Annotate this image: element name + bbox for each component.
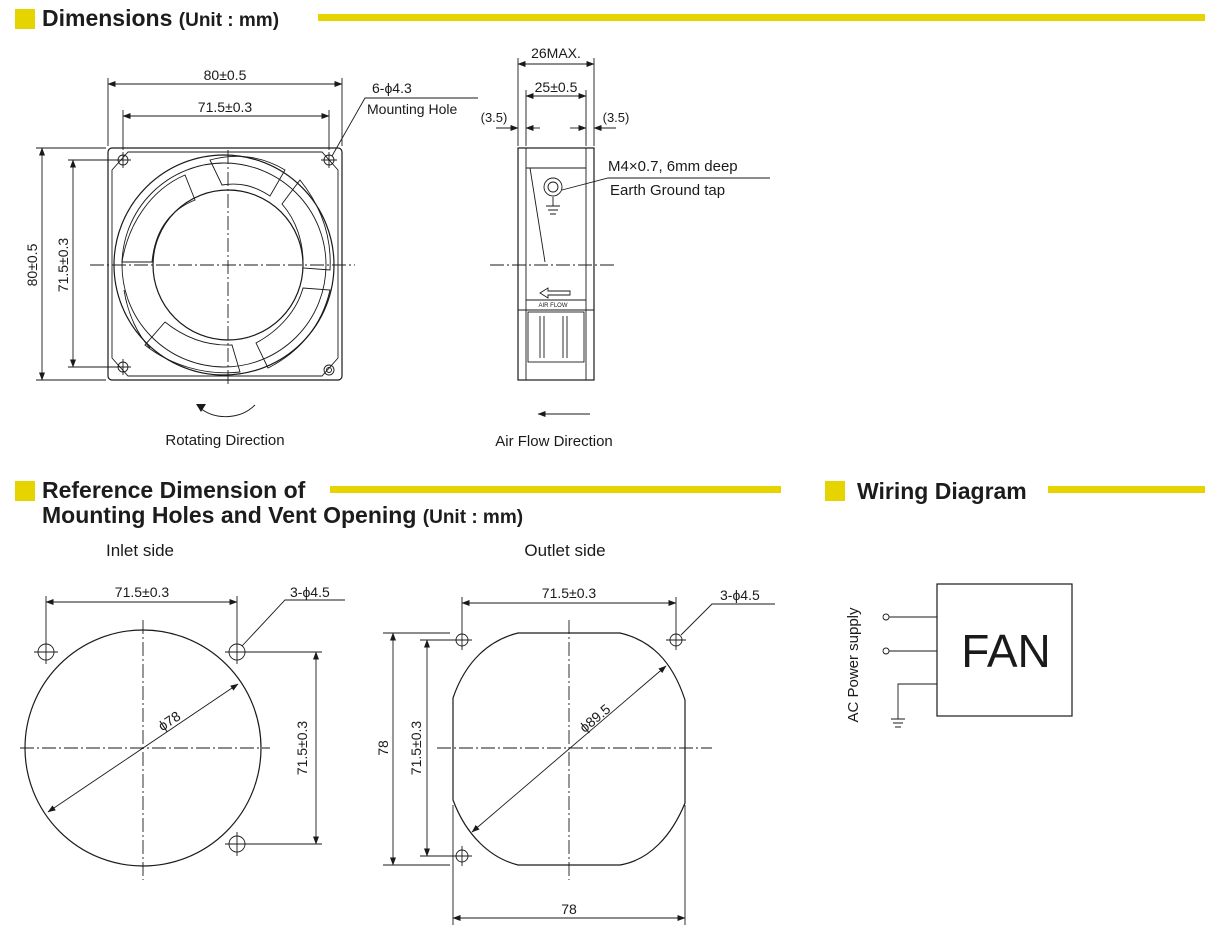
outlet-opening (452, 632, 686, 866)
side-frame (517, 147, 595, 381)
outlet-diameter: ϕ89.5 (576, 701, 613, 736)
front-hole-label: Mounting Hole (367, 101, 457, 117)
side-view (490, 58, 770, 417)
outlet-height-outer: 78 (375, 740, 391, 756)
side-max-depth: 26MAX. (531, 45, 581, 61)
side-left-gap: (3.5) (481, 110, 508, 125)
outlet-caption: Outlet side (524, 541, 605, 560)
tap-spec-line1: M4×0.7, 6mm deep (608, 158, 738, 175)
dimensions-title: Dimensions (42, 5, 173, 31)
wiring-header: Wiring Diagram (857, 478, 1027, 504)
inlet-drawing (20, 596, 345, 880)
rotating-direction-label: Rotating Direction (165, 432, 284, 449)
reference-header-rule (330, 486, 781, 493)
reference-unit: (Unit : mm) (422, 507, 524, 528)
ground-icon (891, 718, 905, 728)
inlet-holes (34, 640, 249, 856)
airflow-arrow-icon (539, 287, 571, 299)
dimensions-header: Dimensions (Unit : mm) (42, 5, 279, 32)
supply-terminal-2 (882, 647, 890, 655)
fan-frame-inner (111, 151, 339, 377)
reference-title-line1: Reference Dimension of (42, 477, 306, 503)
reference-title-line2: Mounting Holes and Vent Opening (42, 502, 417, 528)
side-depth: 25±0.5 (535, 79, 578, 95)
outlet-drawing (383, 597, 775, 925)
front-height-holes: 71.5±0.3 (55, 238, 71, 293)
wiring-header-rule (1048, 486, 1205, 493)
front-width-outer: 80±0.5 (204, 67, 247, 83)
wiring-header-marker (825, 481, 845, 501)
dimensions-header-marker (15, 9, 35, 29)
side-right-gap: (3.5) (603, 110, 630, 125)
fan-box (936, 583, 1073, 717)
outlet-hole-callout: 3-ϕ4.5 (720, 587, 760, 603)
terminal-block (527, 311, 585, 363)
ground-tap-circle (543, 177, 563, 197)
front-height-outer: 80±0.5 (24, 243, 40, 286)
fan-frame-outline (107, 147, 343, 381)
tap-spec-line2: Earth Ground tap (610, 182, 725, 199)
inlet-height-holes: 71.5±0.3 (294, 721, 310, 776)
inlet-hole-callout: 3-ϕ4.5 (290, 584, 330, 600)
outlet-height-holes: 71.5±0.3 (408, 721, 424, 776)
inlet-caption: Inlet side (106, 541, 174, 560)
airflow-direction-label: Air Flow Direction (495, 433, 613, 450)
front-width-holes: 71.5±0.3 (198, 99, 253, 115)
dimensions-unit: (Unit : mm) (178, 10, 280, 31)
reference-header: Reference Dimension of Mounting Holes an… (42, 478, 523, 530)
fan-label: FAN (961, 625, 1050, 677)
reference-header-marker (15, 481, 35, 501)
ac-power-supply-label: AC Power supply (845, 607, 862, 723)
fan-blades (121, 155, 331, 374)
supply-terminal-1 (882, 613, 890, 621)
wiring-drawing (882, 583, 1073, 728)
front-view (36, 78, 478, 418)
inlet-width-holes: 71.5±0.3 (115, 584, 170, 600)
outlet-width-holes: 71.5±0.3 (542, 585, 597, 601)
ground-wire (897, 683, 937, 719)
outlet-width-outer: 78 (561, 901, 577, 917)
outlet-holes (452, 630, 686, 866)
airflow-mark-text: AIR FLOW (538, 303, 567, 309)
front-hole-callout: 6-ϕ4.3 (372, 80, 412, 96)
inlet-diameter: ϕ78 (155, 708, 184, 734)
dimensions-header-rule (318, 14, 1205, 21)
